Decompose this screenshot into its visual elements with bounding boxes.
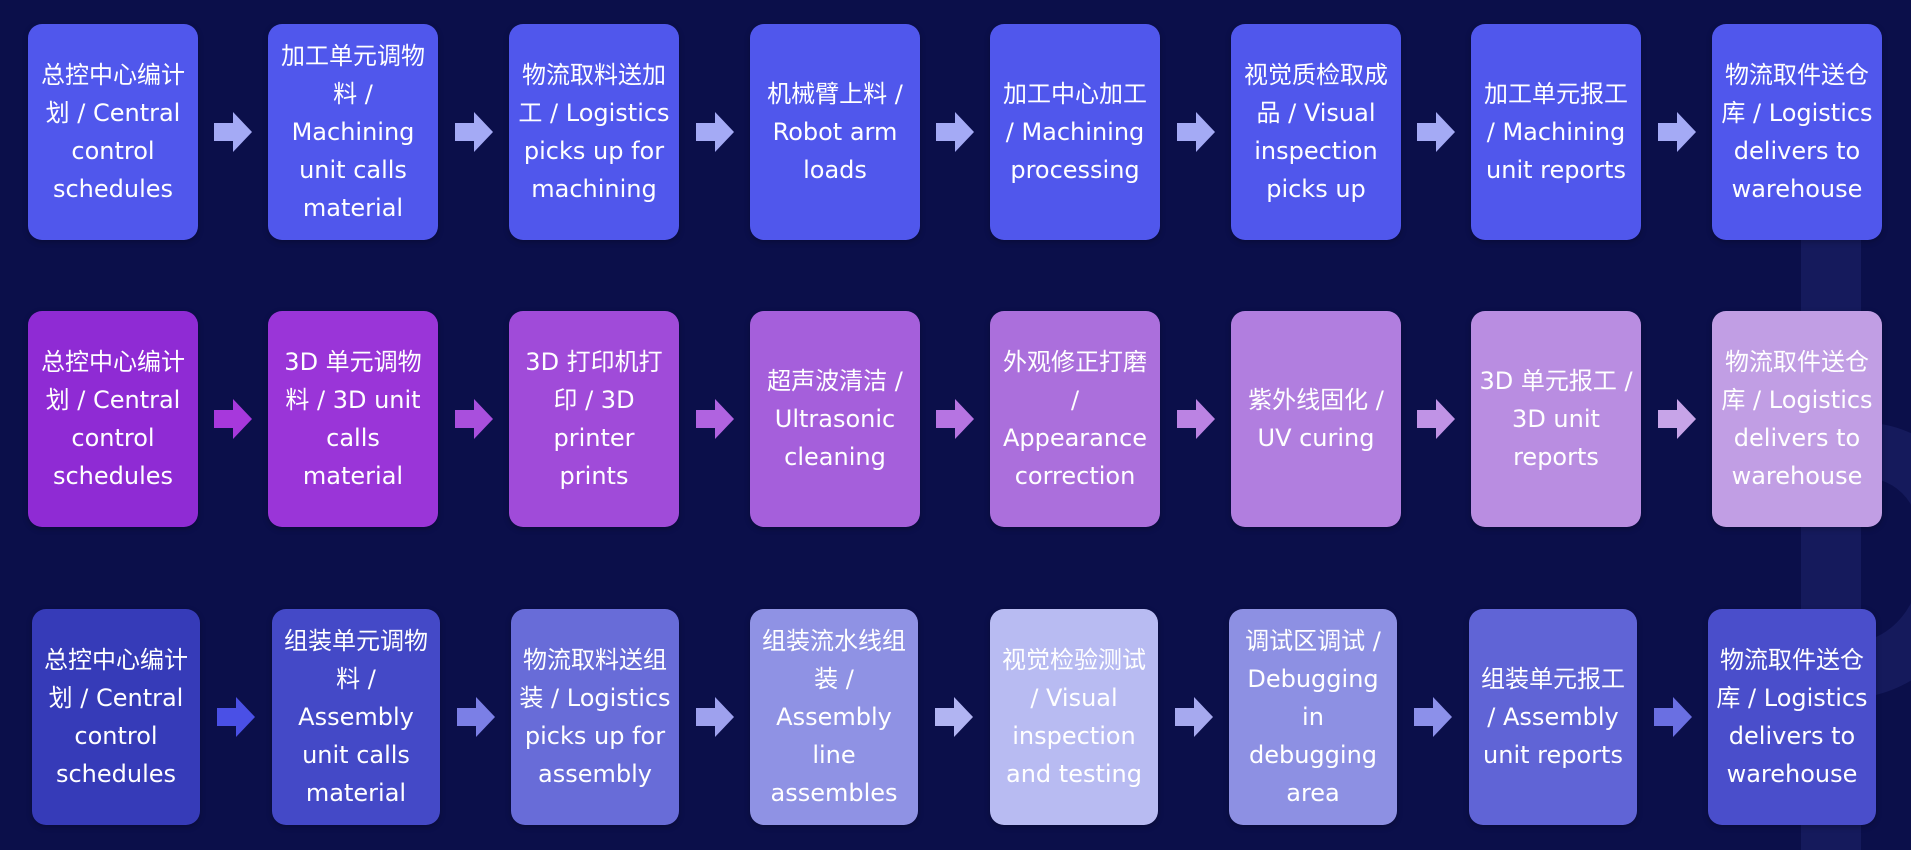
- process-step-label: 物流取件送仓库 / Logistics delivers to warehous…: [1721, 61, 1873, 203]
- flow-arrow-shape: [456, 697, 495, 737]
- process-step-label: 3D 单元报工 / 3D unit reports: [1479, 367, 1633, 471]
- flow-arrow-icon: [1657, 399, 1696, 439]
- flow-arrow-shape: [454, 399, 493, 439]
- flow-arrow-shape: [695, 399, 734, 439]
- process-step-box: 物流取料送组装 / Logistics picks up for assembl…: [511, 609, 679, 825]
- flow-arrow-icon: [1176, 112, 1215, 152]
- process-step-box: 组装流水线组装 / Assembly line assembles: [750, 609, 918, 825]
- flow-arrow-shape: [214, 399, 252, 439]
- flow-arrow-shape: [454, 112, 493, 152]
- flow-arrow-icon: [1653, 697, 1692, 737]
- flow-arrow-icon: [936, 112, 974, 152]
- flow-arrow-icon: [935, 697, 973, 737]
- flow-arrow-icon: [1417, 112, 1455, 152]
- flow-arrow-icon: [695, 399, 734, 439]
- process-step-label: 视觉质检取成品 / Visual inspection picks up: [1244, 61, 1388, 203]
- process-step-box: 紫外线固化 / UV curing: [1231, 311, 1401, 527]
- flow-arrow-shape: [695, 697, 734, 737]
- process-step-box: 加工单元调物料 / Machining unit calls material: [268, 24, 438, 240]
- process-step-box: 3D 单元报工 / 3D unit reports: [1471, 311, 1641, 527]
- assembly-flow-row: 总控中心编计划 / Central control schedules 组装单元调…: [0, 609, 1911, 825]
- flow-arrow-shape: [1176, 399, 1215, 439]
- flow-arrow-shape: [936, 399, 974, 439]
- flow-arrow-shape: [1657, 399, 1696, 439]
- flow-arrow-shape: [217, 697, 255, 737]
- process-step-label: 物流取料送组装 / Logistics picks up for assembl…: [519, 646, 671, 788]
- flow-arrow-icon: [1414, 697, 1452, 737]
- flow-arrow-icon: [936, 399, 974, 439]
- process-step-label: 加工中心加工 / Machining processing: [1003, 80, 1147, 184]
- process-step-box: 3D 打印机打印 / 3D printer prints: [509, 311, 679, 527]
- process-step-box: 组装单元报工 / Assembly unit reports: [1469, 609, 1637, 825]
- flow-arrow-shape: [1653, 697, 1692, 737]
- process-step-label: 紫外线固化 / UV curing: [1248, 386, 1384, 452]
- process-step-label: 调试区调试 / Debugging in debugging area: [1245, 627, 1381, 807]
- flow-arrow-icon: [1417, 399, 1455, 439]
- process-step-box: 物流取料送加工 / Logistics picks up for machini…: [509, 24, 679, 240]
- flow-arrow-shape: [1417, 399, 1455, 439]
- process-step-box: 物流取件送仓库 / Logistics delivers to warehous…: [1712, 311, 1882, 527]
- process-step-box: 调试区调试 / Debugging in debugging area: [1229, 609, 1397, 825]
- process-step-label: 超声波清洁 / Ultrasonic cleaning: [767, 367, 903, 471]
- flow-arrow-shape: [1176, 112, 1215, 152]
- flow-arrow-icon: [695, 697, 734, 737]
- process-step-label: 总控中心编计划 / Central control schedules: [44, 646, 188, 788]
- flow-arrow-icon: [695, 112, 734, 152]
- 3d-printing-flow-row: 总控中心编计划 / Central control schedules 3D 单元…: [0, 311, 1911, 527]
- flow-arrow-icon: [454, 112, 493, 152]
- process-step-box: 加工中心加工 / Machining processing: [990, 24, 1160, 240]
- flow-arrow-icon: [454, 399, 493, 439]
- process-step-box: 总控中心编计划 / Central control schedules: [32, 609, 200, 825]
- process-step-label: 组装单元报工 / Assembly unit reports: [1481, 665, 1625, 769]
- process-step-label: 加工单元报工 / Machining unit reports: [1484, 80, 1628, 184]
- process-step-label: 组装单元调物料 / Assembly unit calls material: [284, 627, 428, 807]
- flow-arrow-icon: [214, 399, 252, 439]
- process-step-label: 视觉检验测试 / Visual inspection and testing: [1002, 646, 1146, 788]
- process-step-box: 组装单元调物料 / Assembly unit calls material: [272, 609, 440, 825]
- process-step-box: 超声波清洁 / Ultrasonic cleaning: [750, 311, 920, 527]
- process-step-label: 物流取料送加工 / Logistics picks up for machini…: [518, 61, 670, 203]
- process-step-box: 加工单元报工 / Machining unit reports: [1471, 24, 1641, 240]
- machining-flow-row: 总控中心编计划 / Central control schedules 加工单元调…: [0, 24, 1911, 240]
- process-step-box: 总控中心编计划 / Central control schedules: [28, 24, 198, 240]
- process-step-label: 组装流水线组装 / Assembly line assembles: [762, 627, 906, 807]
- flow-arrow-shape: [936, 112, 974, 152]
- flow-arrow-icon: [1176, 399, 1215, 439]
- flow-arrow-icon: [1657, 112, 1696, 152]
- flow-arrow-shape: [1417, 112, 1455, 152]
- process-step-label: 3D 单元调物料 / 3D unit calls material: [284, 348, 422, 490]
- process-step-label: 加工单元调物料 / Machining unit calls material: [281, 42, 425, 222]
- process-step-label: 物流取件送仓库 / Logistics delivers to warehous…: [1721, 348, 1873, 490]
- flow-arrow-shape: [1657, 112, 1696, 152]
- process-step-label: 总控中心编计划 / Central control schedules: [41, 61, 185, 203]
- flow-arrow-shape: [695, 112, 734, 152]
- process-step-box: 视觉质检取成品 / Visual inspection picks up: [1231, 24, 1401, 240]
- process-step-box: 外观修正打磨 / Appearance correction: [990, 311, 1160, 527]
- process-step-box: 总控中心编计划 / Central control schedules: [28, 311, 198, 527]
- process-step-box: 物流取件送仓库 / Logistics delivers to warehous…: [1712, 24, 1882, 240]
- process-step-label: 3D 打印机打印 / 3D printer prints: [525, 348, 663, 490]
- flow-arrow-shape: [1174, 697, 1213, 737]
- process-step-label: 外观修正打磨 / Appearance correction: [1002, 348, 1148, 490]
- process-step-box: 机械臂上料 / Robot arm loads: [750, 24, 920, 240]
- flow-arrow-icon: [456, 697, 495, 737]
- flow-arrow-icon: [1174, 697, 1213, 737]
- process-step-label: 机械臂上料 / Robot arm loads: [767, 80, 903, 184]
- flow-arrow-icon: [217, 697, 255, 737]
- flow-arrow-shape: [214, 112, 252, 152]
- flow-arrow-icon: [214, 112, 252, 152]
- process-step-box: 视觉检验测试 / Visual inspection and testing: [990, 609, 1158, 825]
- process-step-box: 物流取件送仓库 / Logistics delivers to warehous…: [1708, 609, 1876, 825]
- flow-arrow-shape: [1414, 697, 1452, 737]
- process-step-label: 总控中心编计划 / Central control schedules: [41, 348, 185, 490]
- flow-arrow-shape: [935, 697, 973, 737]
- process-step-label: 物流取件送仓库 / Logistics delivers to warehous…: [1716, 646, 1868, 788]
- process-step-box: 3D 单元调物料 / 3D unit calls material: [268, 311, 438, 527]
